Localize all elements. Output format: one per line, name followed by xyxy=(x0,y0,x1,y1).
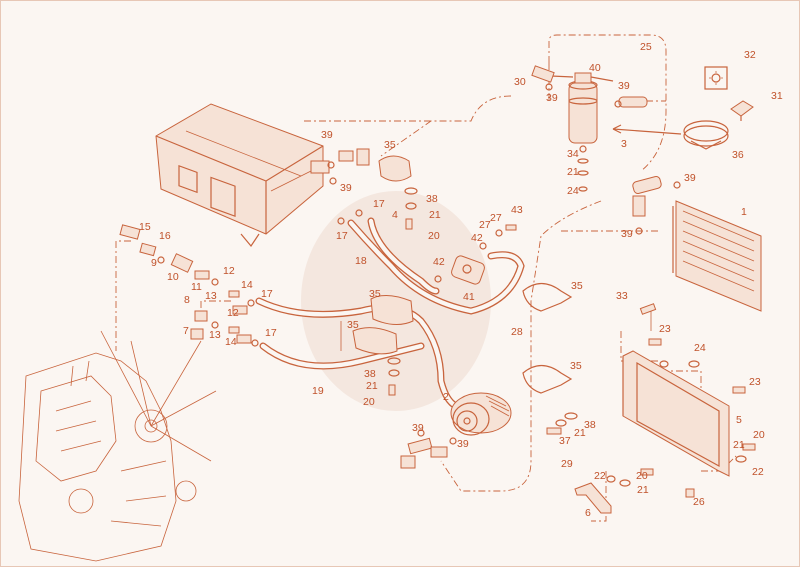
callout-label-17b: 17 xyxy=(336,230,348,242)
callout-label-42a: 42 xyxy=(471,232,483,244)
callout-label-22a: 22 xyxy=(752,466,764,478)
callout-label-2: 2 xyxy=(443,391,449,403)
callout-label-6: 6 xyxy=(585,507,591,519)
evaporator-fittings xyxy=(310,148,370,185)
callout-label-14b: 14 xyxy=(225,336,237,348)
callout-label-35a: 35 xyxy=(384,139,396,151)
callout-label-17c: 17 xyxy=(261,288,273,300)
callout-label-39g: 39 xyxy=(412,422,424,434)
engine-outline xyxy=(18,330,217,562)
evaporator-unit xyxy=(155,103,324,248)
callout-label-20b: 20 xyxy=(363,396,375,408)
callout-label-7: 7 xyxy=(183,325,189,337)
callout-label-21b: 21 xyxy=(429,209,441,221)
callout-label-36: 36 xyxy=(732,149,744,161)
callout-label-11: 11 xyxy=(191,281,202,293)
compressor xyxy=(400,392,512,469)
radiator-frame xyxy=(622,350,730,477)
callout-label-28: 28 xyxy=(511,326,523,338)
callout-label-17a: 17 xyxy=(373,198,385,210)
callout-label-4: 4 xyxy=(392,209,398,221)
callout-label-18: 18 xyxy=(355,255,367,267)
callout-label-25: 25 xyxy=(640,41,652,53)
callout-label-38c: 38 xyxy=(584,419,596,431)
hose-clamps xyxy=(352,155,573,394)
callout-label-27b: 27 xyxy=(479,219,491,231)
mounting-bracket xyxy=(574,482,612,514)
pipe-routes xyxy=(115,34,737,522)
callout-label-1: 1 xyxy=(741,206,747,218)
callout-label-26: 26 xyxy=(693,496,705,508)
callout-label-9: 9 xyxy=(151,257,157,269)
callout-label-24b: 24 xyxy=(694,342,706,354)
callout-label-17d: 17 xyxy=(265,327,277,339)
callout-label-27: 27 xyxy=(490,212,502,224)
callout-label-20d: 20 xyxy=(636,470,648,482)
receiver-drier xyxy=(550,72,614,192)
callout-label-23b: 23 xyxy=(749,376,761,388)
drier-fittings xyxy=(531,65,648,108)
callout-label-21f: 21 xyxy=(637,484,649,496)
refrigerant-hoses xyxy=(255,217,525,410)
callout-label-10: 10 xyxy=(167,271,179,283)
callout-label-31: 31 xyxy=(771,90,783,102)
callout-label-13a: 13 xyxy=(205,290,217,302)
callout-label-33: 33 xyxy=(616,290,628,302)
callout-label-39b: 39 xyxy=(546,92,558,104)
callout-label-21c: 21 xyxy=(366,380,378,392)
callout-label-29: 29 xyxy=(561,458,573,470)
callout-label-21a: 21 xyxy=(567,166,579,178)
callout-label-21e: 21 xyxy=(733,439,745,451)
callout-label-5: 5 xyxy=(736,414,742,426)
callout-label-40: 40 xyxy=(589,62,601,74)
callout-label-20a: 20 xyxy=(428,230,440,242)
fasteners xyxy=(337,187,756,498)
callout-label-14a: 14 xyxy=(241,279,253,291)
callout-label-35d: 35 xyxy=(347,319,359,331)
callout-label-35e: 35 xyxy=(570,360,582,372)
callout-label-32: 32 xyxy=(744,49,756,61)
callout-label-39h: 39 xyxy=(457,438,469,450)
callout-label-35b: 35 xyxy=(571,280,583,292)
callout-label-3: 3 xyxy=(621,138,627,150)
callout-label-19: 19 xyxy=(312,385,324,397)
callout-label-39e: 39 xyxy=(684,172,696,184)
callout-label-21d: 21 xyxy=(574,427,586,439)
callout-label-13b: 13 xyxy=(209,329,221,341)
callout-label-22b: 22 xyxy=(594,470,606,482)
callout-label-38a: 38 xyxy=(426,193,438,205)
callout-label-24a: 24 xyxy=(567,185,579,197)
drier-clamp xyxy=(612,120,729,150)
callout-label-37: 37 xyxy=(559,435,571,447)
callout-label-43: 43 xyxy=(511,204,523,216)
callout-label-12a: 12 xyxy=(223,265,235,277)
callout-label-39c: 39 xyxy=(321,129,333,141)
callout-label-23a: 23 xyxy=(659,323,671,335)
callout-label-30: 30 xyxy=(514,76,526,88)
callout-label-41: 41 xyxy=(463,291,475,303)
callout-label-20c: 20 xyxy=(753,429,765,441)
condenser xyxy=(632,175,762,312)
callout-label-39d: 39 xyxy=(340,182,352,194)
callout-label-8: 8 xyxy=(184,294,190,306)
callout-label-42b: 42 xyxy=(433,256,445,268)
callout-label-34: 34 xyxy=(567,148,579,160)
callout-label-12b: 12 xyxy=(227,307,239,319)
callout-label-39f: 39 xyxy=(621,228,633,240)
engine-side-fittings xyxy=(119,224,259,347)
callout-label-16: 16 xyxy=(159,230,171,242)
callout-label-35c: 35 xyxy=(369,288,381,300)
pressure-switch xyxy=(451,255,485,285)
callout-label-38b: 38 xyxy=(364,368,376,380)
ac-switch xyxy=(704,66,754,121)
callout-label-15: 15 xyxy=(139,221,151,233)
callout-label-39a: 39 xyxy=(618,80,630,92)
